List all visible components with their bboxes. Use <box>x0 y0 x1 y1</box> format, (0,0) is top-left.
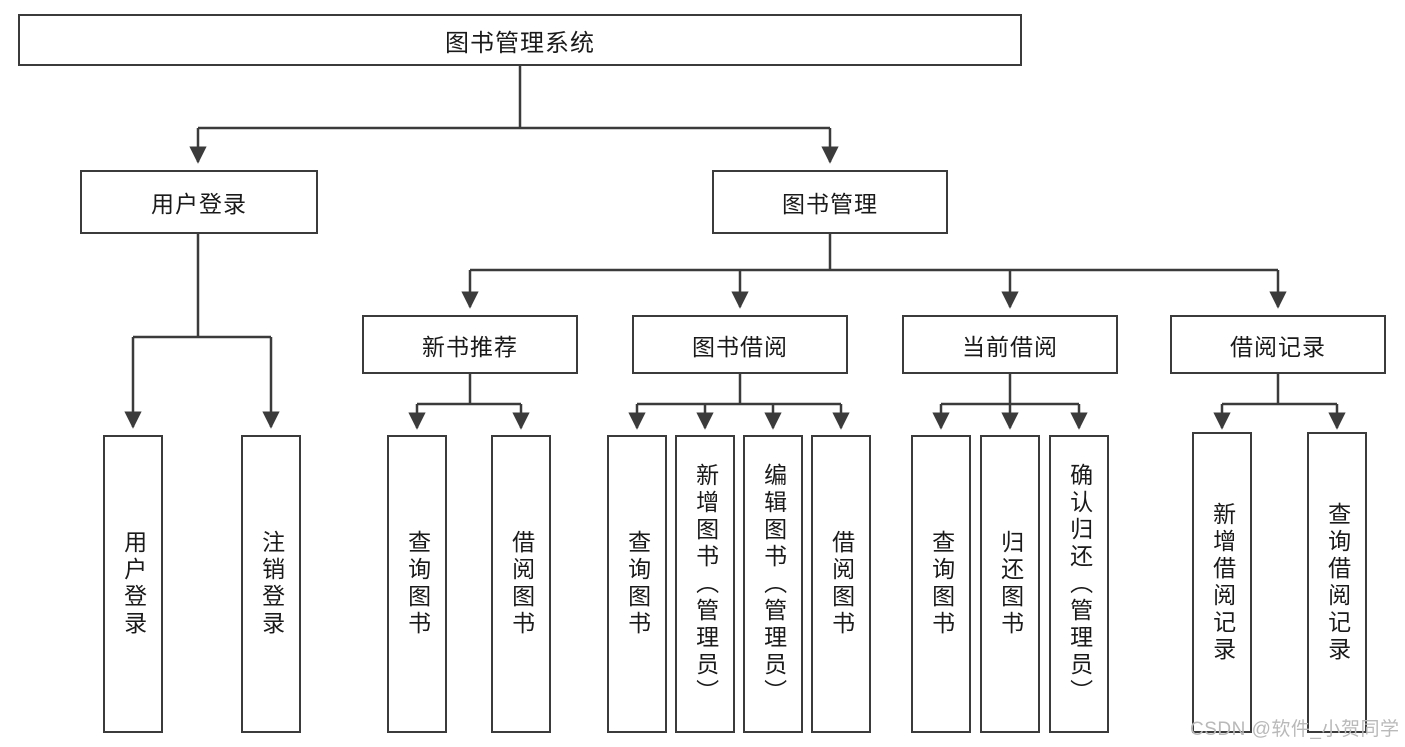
leaf-confirm-return[interactable]: 确认归还（管理员） <box>1049 435 1109 733</box>
leaf-add-record-label: 新增借阅记录 <box>1209 501 1236 664</box>
node-user-login[interactable]: 用户登录 <box>80 170 318 234</box>
node-book-management-label: 图书管理 <box>782 191 878 217</box>
leaf-add-book-label: 新增图书（管理员） <box>692 462 719 706</box>
leaf-add-record[interactable]: 新增借阅记录 <box>1192 432 1252 733</box>
node-new-book-recommend[interactable]: 新书推荐 <box>362 315 578 374</box>
leaf-user-login-label: 用户登录 <box>120 530 147 638</box>
leaf-borrow-book-1[interactable]: 借阅图书 <box>491 435 551 733</box>
leaf-borrow-book-1-label: 借阅图书 <box>508 530 535 638</box>
leaf-query-book-1-label: 查询图书 <box>404 530 431 638</box>
leaf-query-book-2[interactable]: 查询图书 <box>607 435 667 733</box>
leaf-query-record-label: 查询借阅记录 <box>1324 501 1351 664</box>
node-root-label: 图书管理系统 <box>445 29 595 57</box>
leaf-borrow-book-2-label: 借阅图书 <box>828 530 855 638</box>
csdn-watermark: CSDN @软件_小贺同学 <box>1190 719 1400 740</box>
leaf-borrow-book-2[interactable]: 借阅图书 <box>811 435 871 733</box>
node-book-borrow-label: 图书借阅 <box>692 333 788 360</box>
leaf-edit-book-label: 编辑图书（管理员） <box>760 462 787 706</box>
leaf-logout-login[interactable]: 注销登录 <box>241 435 301 733</box>
leaf-return-book-label: 归还图书 <box>997 530 1024 638</box>
leaf-query-book-3-label: 查询图书 <box>928 530 955 638</box>
node-user-login-label: 用户登录 <box>151 191 247 217</box>
leaf-add-book[interactable]: 新增图书（管理员） <box>675 435 735 733</box>
leaf-query-book-2-label: 查询图书 <box>624 530 651 638</box>
node-current-borrow[interactable]: 当前借阅 <box>902 315 1118 374</box>
node-current-borrow-label: 当前借阅 <box>962 333 1058 360</box>
leaf-query-book-1[interactable]: 查询图书 <box>387 435 447 733</box>
node-borrow-record-label: 借阅记录 <box>1230 333 1326 360</box>
node-book-borrow[interactable]: 图书借阅 <box>632 315 848 374</box>
leaf-confirm-return-label: 确认归还（管理员） <box>1066 462 1093 706</box>
leaf-query-book-3[interactable]: 查询图书 <box>911 435 971 733</box>
leaf-logout-login-label: 注销登录 <box>258 530 285 638</box>
node-borrow-record[interactable]: 借阅记录 <box>1170 315 1386 374</box>
node-new-book-recommend-label: 新书推荐 <box>422 333 518 360</box>
leaf-return-book[interactable]: 归还图书 <box>980 435 1040 733</box>
node-root-system[interactable]: 图书管理系统 <box>18 14 1022 66</box>
leaf-edit-book[interactable]: 编辑图书（管理员） <box>743 435 803 733</box>
node-book-management[interactable]: 图书管理 <box>712 170 948 234</box>
leaf-user-login[interactable]: 用户登录 <box>103 435 163 733</box>
leaf-query-record[interactable]: 查询借阅记录 <box>1307 432 1367 733</box>
